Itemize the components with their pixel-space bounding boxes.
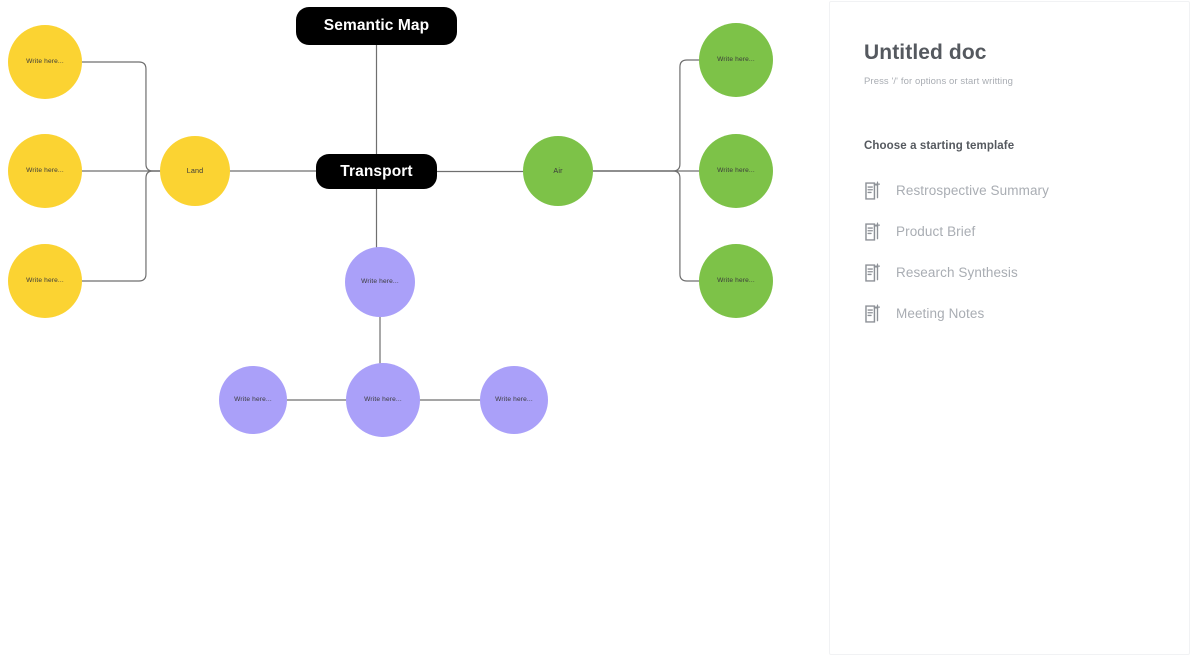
node-label: Semantic Map [323,17,430,35]
node-green-2[interactable]: Write here... [699,134,773,208]
node-label: Write here... [26,277,64,285]
template-label: Restrospective Summary [896,183,1049,199]
node-yellow-3[interactable]: Write here... [8,244,82,318]
document-add-icon [864,263,882,283]
page-title[interactable]: Untitled doc [864,41,987,64]
node-yellow-1[interactable]: Write here... [8,25,82,99]
node-yellow-2[interactable]: Write here... [8,134,82,208]
templates-heading: Choose a starting templafe [864,140,1015,153]
node-label: Write here... [26,167,64,175]
template-label: Meeting Notes [896,306,985,322]
node-air[interactable]: Air [523,136,593,206]
node-label: Write here... [717,56,755,64]
mindmap-canvas[interactable]: Semantic Map Transport Land Write here..… [0,0,830,667]
document-panel-inner: Untitled doc Press '/' for options or st… [830,2,1189,331]
node-label: Write here... [717,277,755,285]
template-item-meeting-notes[interactable]: Meeting Notes [864,297,1155,331]
node-land[interactable]: Land [160,136,230,206]
node-transport[interactable]: Transport [316,154,437,189]
document-panel[interactable]: Untitled doc Press '/' for options or st… [829,1,1190,655]
node-semantic-map[interactable]: Semantic Map [296,7,457,45]
node-green-3[interactable]: Write here... [699,244,773,318]
node-purple-1[interactable]: Write here... [345,247,415,317]
template-item-research-synthesis[interactable]: Research Synthesis [864,256,1155,290]
node-purple-3[interactable]: Write here... [219,366,287,434]
node-purple-2[interactable]: Write here... [346,363,420,437]
node-label: Write here... [361,278,399,286]
node-label: Write here... [26,58,64,66]
node-label: Land [186,165,204,175]
template-list: Restrospective Summary Product Brief [864,174,1155,331]
node-label: Write here... [717,167,755,175]
document-add-icon [864,222,882,242]
template-label: Product Brief [896,224,976,240]
mindmap-edges [81,44,700,401]
document-add-icon [864,304,882,324]
template-item-product-brief[interactable]: Product Brief [864,215,1155,249]
template-label: Research Synthesis [896,265,1018,281]
editor-placeholder-hint: Press '/' for options or start writting [864,76,1014,88]
node-label: Air [553,165,563,175]
node-label: Transport [340,162,413,180]
node-label: Write here... [234,396,272,404]
node-label: Write here... [364,396,402,404]
node-green-1[interactable]: Write here... [699,23,773,97]
node-purple-4[interactable]: Write here... [480,366,548,434]
template-item-restrospective-summary[interactable]: Restrospective Summary [864,174,1155,208]
document-add-icon [864,181,882,201]
node-label: Write here... [495,396,533,404]
